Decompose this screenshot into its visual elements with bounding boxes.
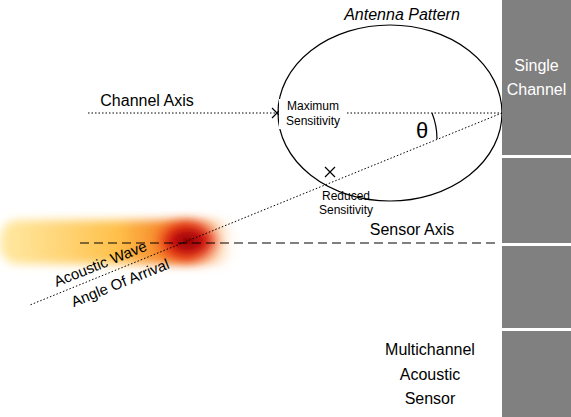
sensor-label: Multichannel Acoustic Sensor <box>375 338 485 412</box>
cross-mark <box>325 167 335 177</box>
sensor-channel <box>502 246 571 328</box>
sensitivity-label: Maximum Sensitivity <box>279 99 347 129</box>
sensor-channel <box>502 331 571 417</box>
angle-arc <box>432 113 437 139</box>
axis-label: Channel Axis <box>100 91 193 110</box>
axis-label: Sensor Axis <box>370 220 454 239</box>
pattern-title: Antenna Pattern <box>344 5 460 24</box>
angle-symbol: θ <box>416 118 428 144</box>
channel-label: Single Channel <box>506 54 567 102</box>
channel-box: Single Channel <box>502 0 571 155</box>
sensitivity-label: Reduced Sensitivity <box>314 189 378 218</box>
arrival-line <box>30 113 502 305</box>
sensor-channel <box>502 158 571 243</box>
